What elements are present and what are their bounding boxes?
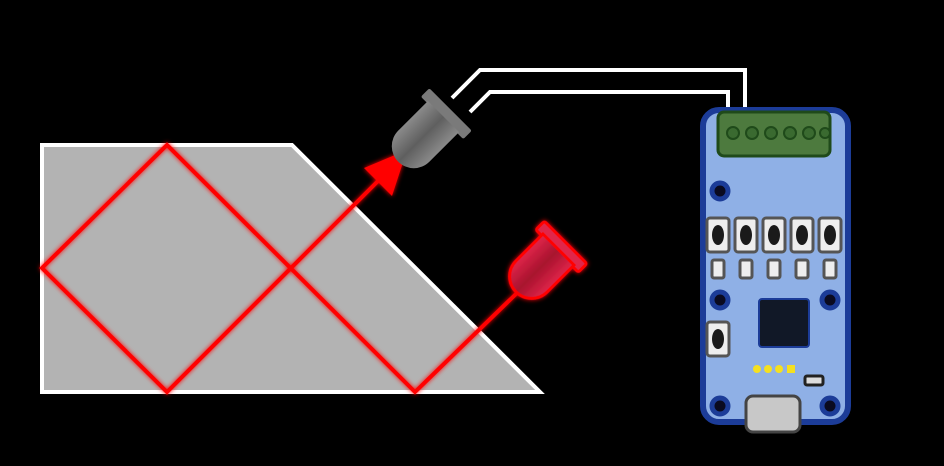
small-led	[803, 374, 825, 387]
wires	[450, 68, 747, 114]
laser-beam	[39, 142, 520, 395]
status-leds	[753, 365, 795, 373]
arrowhead-icon	[364, 150, 407, 196]
photodetector-led	[391, 89, 471, 169]
mounting-holes	[709, 180, 841, 417]
chip	[758, 298, 810, 348]
buttons	[705, 216, 843, 358]
microcontroller-board	[700, 107, 851, 434]
laser-emitter-led	[508, 220, 588, 300]
terminal-block	[716, 110, 832, 158]
usb-port	[744, 394, 802, 434]
resistors	[710, 258, 838, 280]
